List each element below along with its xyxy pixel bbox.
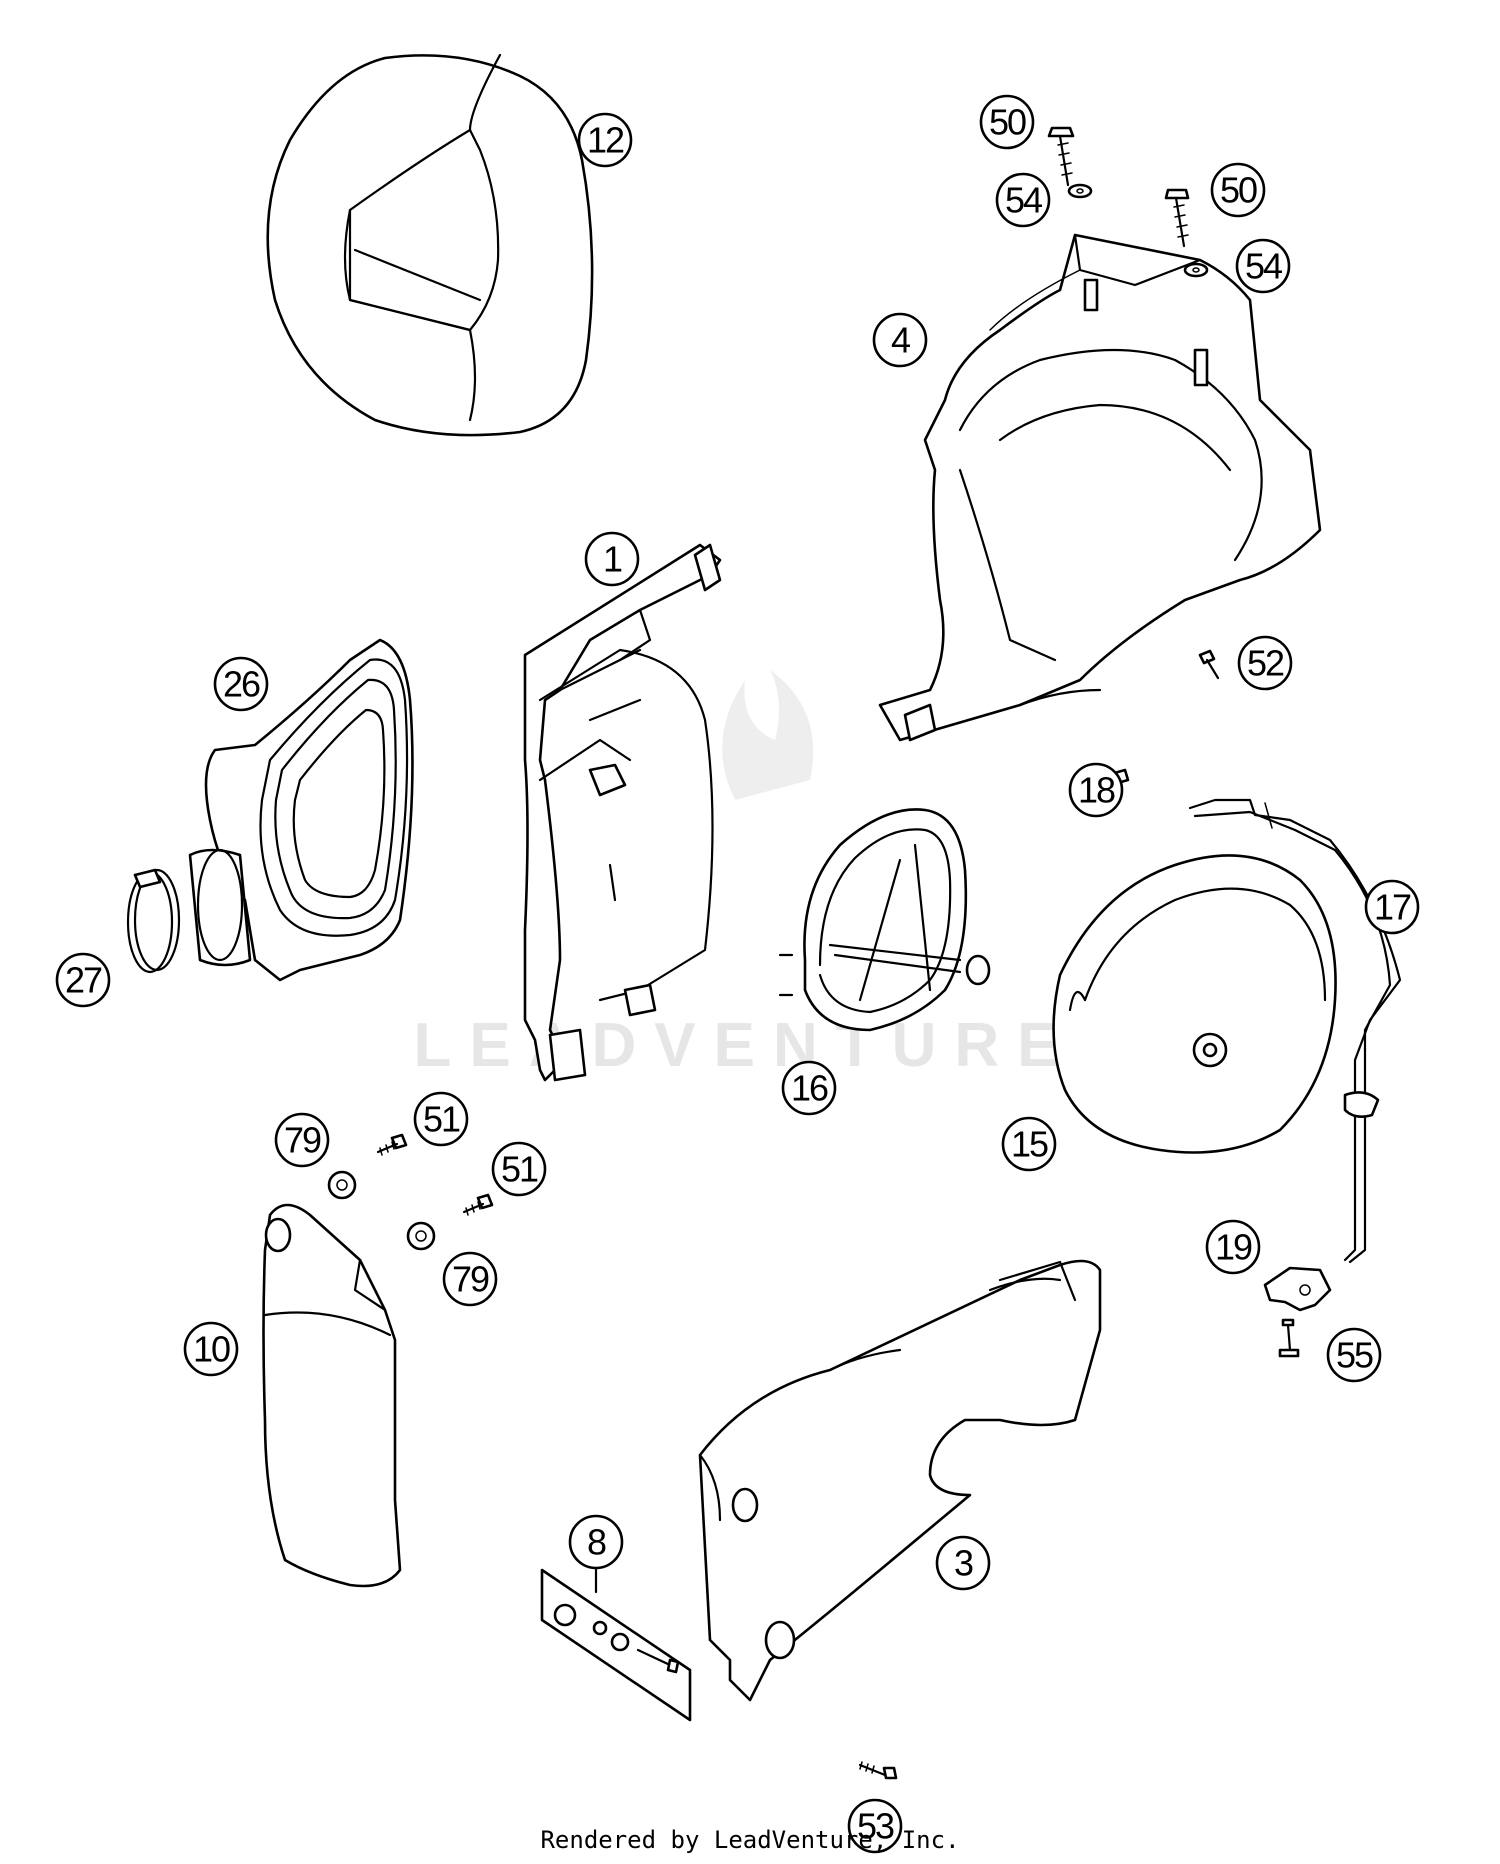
callout-50: 50	[1210, 162, 1266, 218]
callout-53: 53	[847, 1798, 903, 1854]
part-4-airbox-cover	[878, 233, 1322, 742]
callout-52: 52	[1237, 635, 1293, 691]
svg-text:50: 50	[1220, 170, 1257, 211]
part-1-airbox-frame	[523, 543, 722, 1082]
callout-50: 50	[979, 94, 1035, 150]
svg-text:18: 18	[1078, 770, 1115, 811]
svg-text:54: 54	[1245, 246, 1282, 287]
part-10-side-cover	[262, 1203, 402, 1588]
callout-10: 10	[183, 1321, 239, 1377]
callout-79: 79	[442, 1251, 498, 1307]
part-15-air-filter-element	[1052, 854, 1337, 1154]
part-8-fastener-kit	[540, 1561, 692, 1722]
callout-3: 3	[935, 1535, 991, 1591]
svg-text:19: 19	[1215, 1227, 1252, 1268]
svg-text:4: 4	[891, 320, 910, 361]
callout-79: 79	[274, 1112, 330, 1168]
callout-8: 8	[568, 1514, 624, 1570]
bolts-50-washers-54	[1047, 126, 1209, 278]
footer-credit: Rendered by LeadVenture, Inc.	[540, 1826, 960, 1854]
part-12-air-filter	[266, 53, 594, 437]
svg-text:51: 51	[501, 1149, 538, 1190]
svg-text:27: 27	[65, 960, 102, 1001]
callout-15: 15	[1001, 1116, 1057, 1172]
callout-55: 55	[1326, 1327, 1382, 1383]
callout-54: 54	[1235, 238, 1291, 294]
callout-26: 26	[213, 656, 269, 712]
svg-text:55: 55	[1336, 1335, 1373, 1376]
callout-51: 51	[491, 1141, 547, 1197]
svg-text:51: 51	[423, 1099, 460, 1140]
svg-text:10: 10	[193, 1329, 230, 1370]
svg-text:15: 15	[1011, 1124, 1048, 1165]
callout-18: 18	[1068, 762, 1124, 818]
callout-27: 27	[55, 952, 111, 1008]
svg-text:53: 53	[857, 1806, 894, 1847]
svg-text:79: 79	[452, 1259, 489, 1300]
svg-text:79: 79	[284, 1120, 321, 1161]
svg-text:12: 12	[587, 120, 624, 161]
part-19-bracket	[1263, 1266, 1332, 1312]
part-55-screw	[1278, 1318, 1300, 1358]
svg-text:26: 26	[223, 664, 260, 705]
svg-text:3: 3	[954, 1543, 973, 1584]
watermark-text: LEADVENTURE	[413, 1011, 1076, 1080]
svg-text:8: 8	[587, 1522, 606, 1563]
callout-54: 54	[995, 172, 1051, 228]
part-52-screw	[1198, 649, 1220, 680]
callout-17: 17	[1364, 879, 1420, 935]
svg-text:50: 50	[989, 102, 1026, 143]
svg-text:16: 16	[791, 1068, 828, 1109]
callout-1: 1	[584, 531, 640, 587]
callout-16: 16	[781, 1060, 837, 1116]
svg-text:52: 52	[1247, 643, 1284, 684]
fasteners-51-79	[327, 1133, 494, 1251]
part-53-screw	[858, 1761, 898, 1780]
part-3-side-panel	[698, 1259, 1102, 1702]
part-26-intake-boot	[188, 638, 414, 982]
callout-4: 4	[872, 312, 928, 368]
svg-text:1: 1	[603, 539, 622, 580]
callout-19: 19	[1205, 1219, 1261, 1275]
svg-text:17: 17	[1374, 887, 1411, 928]
callout-51: 51	[413, 1091, 469, 1147]
callout-12: 12	[577, 112, 633, 168]
watermark: LEADVENTURE	[413, 670, 1076, 1080]
watermark-flame-icon	[722, 670, 814, 800]
svg-text:54: 54	[1005, 180, 1042, 221]
part-27-hose-clamp	[126, 868, 181, 974]
part-16-filter-cage	[778, 808, 991, 1032]
